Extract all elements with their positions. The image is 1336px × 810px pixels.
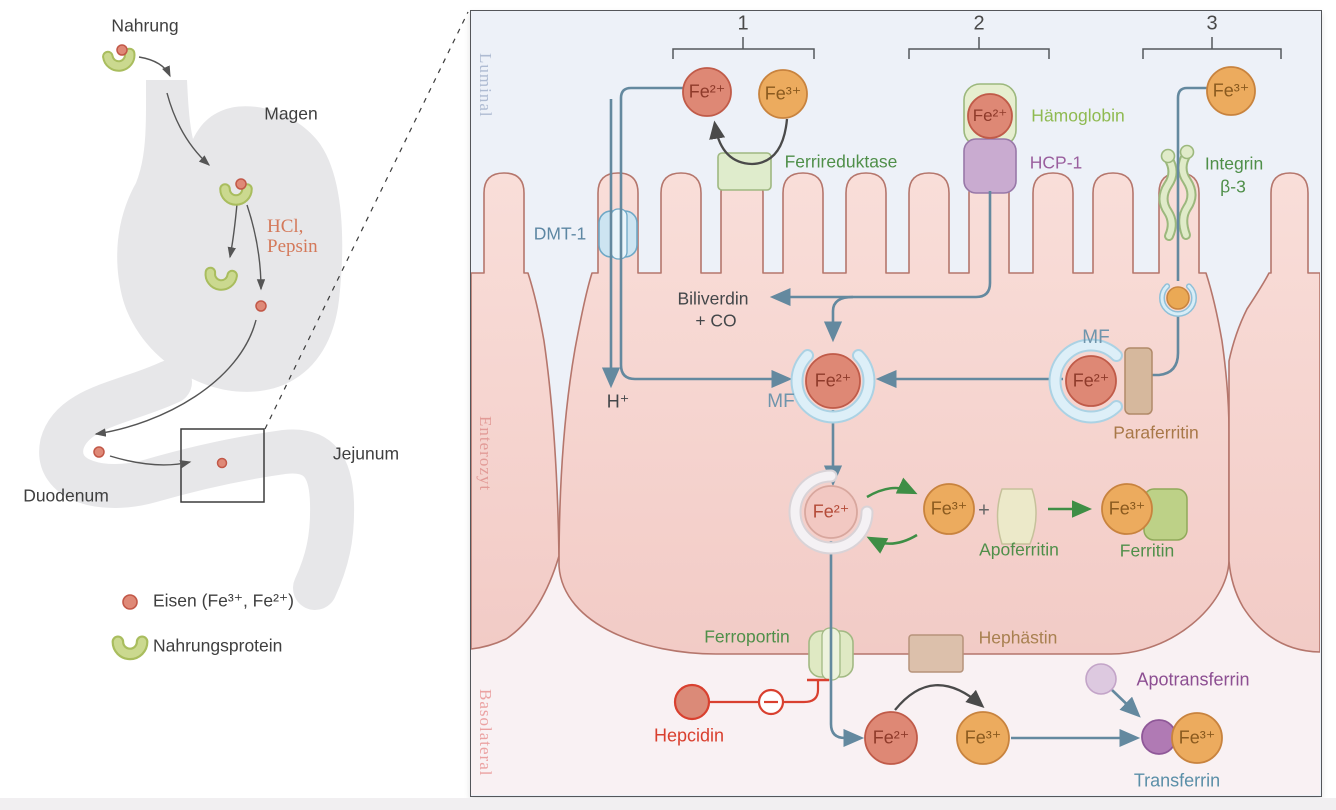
- integrin-label-line2: β-3: [1220, 176, 1246, 197]
- legend-protein-label: Nahrungsprotein: [153, 635, 283, 656]
- nahrung-label: Nahrung: [111, 15, 179, 36]
- zone-enterozyt-label: Enterozyt: [476, 416, 495, 492]
- fe2-ion-label: Fe²⁺: [1072, 370, 1110, 391]
- biliverdin-label-line1: Biliverdin: [677, 288, 749, 309]
- endocytosis-vesicle: [1159, 279, 1197, 317]
- duodenum-jejunum-shape: [39, 360, 355, 610]
- hcp1-label: HCP-1: [1029, 152, 1083, 173]
- integrin-b3-protein: [1158, 144, 1197, 241]
- fe3-ion: [956, 711, 1010, 765]
- enterocyte-panel: Luminal Enterozyt Basolateral 1 2 3 Fe²⁺…: [470, 10, 1322, 797]
- hepcidin-molecule: [673, 683, 711, 721]
- haemoglobin-label: Hämoglobin: [1031, 105, 1125, 126]
- fe3-ion: [1171, 712, 1223, 764]
- food-protein-icon: [219, 183, 253, 206]
- dmt1-label: DMT-1: [533, 223, 587, 244]
- hcl-line: HCl,: [267, 216, 304, 237]
- magen-label: Magen: [264, 103, 318, 124]
- fe3-ion: [1206, 66, 1256, 116]
- fe2-ion: [967, 93, 1013, 139]
- zoom-connector-line: [264, 11, 469, 430]
- transferrin-molecule: [1141, 719, 1177, 755]
- enterocyte-graphic: [471, 37, 1320, 795]
- stomach-shape: [117, 80, 343, 392]
- legend-iron-label: Eisen (Fe³⁺, Fe²⁺): [153, 590, 294, 611]
- pepsin-line: Pepsin: [267, 236, 318, 257]
- food-protein-icon: [102, 47, 136, 72]
- fe3-ion-label: Fe³⁺: [1178, 727, 1216, 748]
- food-protein-icon: [204, 266, 238, 291]
- mobilferrin-label: MF: [1082, 327, 1110, 348]
- zone-luminal-label: Luminal: [476, 53, 495, 118]
- apoferritin-label: Apoferritin: [979, 539, 1059, 560]
- transferrin-label: Transferrin: [1133, 770, 1221, 791]
- mobilferrin-ring: [790, 338, 876, 424]
- dmt1-channel: [598, 208, 638, 260]
- fe3-ion-label: Fe³⁺: [764, 83, 802, 104]
- fe2-ion: [1065, 355, 1117, 407]
- fe2-ion-label: Fe²⁺: [812, 501, 850, 522]
- fe3-ion: [758, 69, 808, 119]
- protein-legend-icon: [111, 635, 149, 661]
- ferroportin-label: Ferroportin: [704, 626, 790, 647]
- fe3-ion-label: Fe³⁺: [930, 498, 968, 519]
- jejunum-label: Jejunum: [332, 443, 400, 464]
- enzyme-reaction-arrows: [709, 118, 985, 711]
- inhibition-minus-icon: [757, 688, 785, 716]
- hcl-pepsin-label: HCl, Pepsin: [267, 217, 318, 257]
- fe2-ion-label: Fe²⁺: [814, 370, 852, 391]
- enterocyte-left-sliver: [471, 172, 560, 650]
- biliverdin-label-line2: + CO: [695, 310, 737, 331]
- fe3-ion: [1101, 483, 1153, 535]
- fe2-ion: [682, 67, 732, 117]
- fe3-ion-label: Fe³⁺: [964, 727, 1002, 748]
- iron-legend-icon: [122, 594, 138, 610]
- ferrireduktase-box: [717, 152, 772, 191]
- fe2-ion: [864, 711, 918, 765]
- apotransferrin-molecule: [1085, 663, 1117, 695]
- fe2-ion-pale: [804, 485, 858, 539]
- h-plus-label: H⁺: [606, 391, 630, 412]
- fe2-ion: [805, 353, 861, 409]
- mobilferrin-ring: [1048, 338, 1134, 424]
- apoferritin-shape: [996, 488, 1037, 545]
- hepcidin-label: Hepcidin: [653, 725, 725, 746]
- apotransferrin-label: Apotransferrin: [1136, 669, 1250, 690]
- ferrireduktase-label: Ferrireduktase: [784, 151, 898, 172]
- step-3-number: 3: [1206, 12, 1218, 35]
- flow-arrows: [94, 56, 266, 469]
- enterocyte-main-cell: [558, 172, 1230, 655]
- iron-transport-lines: [601, 86, 1207, 748]
- enterocyte-right-sliver: [1228, 172, 1320, 653]
- mobilferrin-ring-pale: [788, 469, 874, 555]
- paraferritin-box: [1124, 347, 1153, 415]
- paraferritin-label: Paraferritin: [1113, 422, 1199, 443]
- step-2-number: 2: [973, 12, 985, 35]
- vesicle-to-paraferritin-line: [1150, 315, 1180, 377]
- duodenum-label: Duodenum: [23, 485, 109, 506]
- step-1-number: 1: [737, 12, 749, 35]
- bottom-edge-strip: [0, 798, 1336, 810]
- fe3-ion: [923, 483, 975, 535]
- integrin-label-line1: Integrin: [1204, 153, 1264, 174]
- stomach-overview-graphic: [39, 11, 469, 661]
- zone-basolateral-label: Basolateral: [476, 689, 495, 777]
- plus-sign: +: [978, 499, 990, 522]
- hepcidin-inhibition: [673, 678, 829, 721]
- fe3-ion-label: Fe³⁺: [1212, 80, 1250, 101]
- mobilferrin-label: MF: [767, 391, 795, 412]
- iron-ion-circles: [682, 66, 1256, 765]
- ferritin-cycle-arrows: [866, 477, 1092, 554]
- fe2-ion-label: Fe²⁺: [972, 106, 1008, 125]
- step-brackets: [672, 37, 1282, 59]
- fe2-ion-label: Fe²⁺: [872, 727, 910, 748]
- hephaestin-label: Hephästin: [978, 627, 1058, 648]
- fe3-ion-label: Fe³⁺: [1108, 498, 1146, 519]
- fe2-ion-label: Fe²⁺: [688, 81, 726, 102]
- hephaestin-box: [908, 634, 964, 673]
- iron-dots: [93, 44, 267, 469]
- ferritin-label: Ferritin: [1119, 540, 1175, 561]
